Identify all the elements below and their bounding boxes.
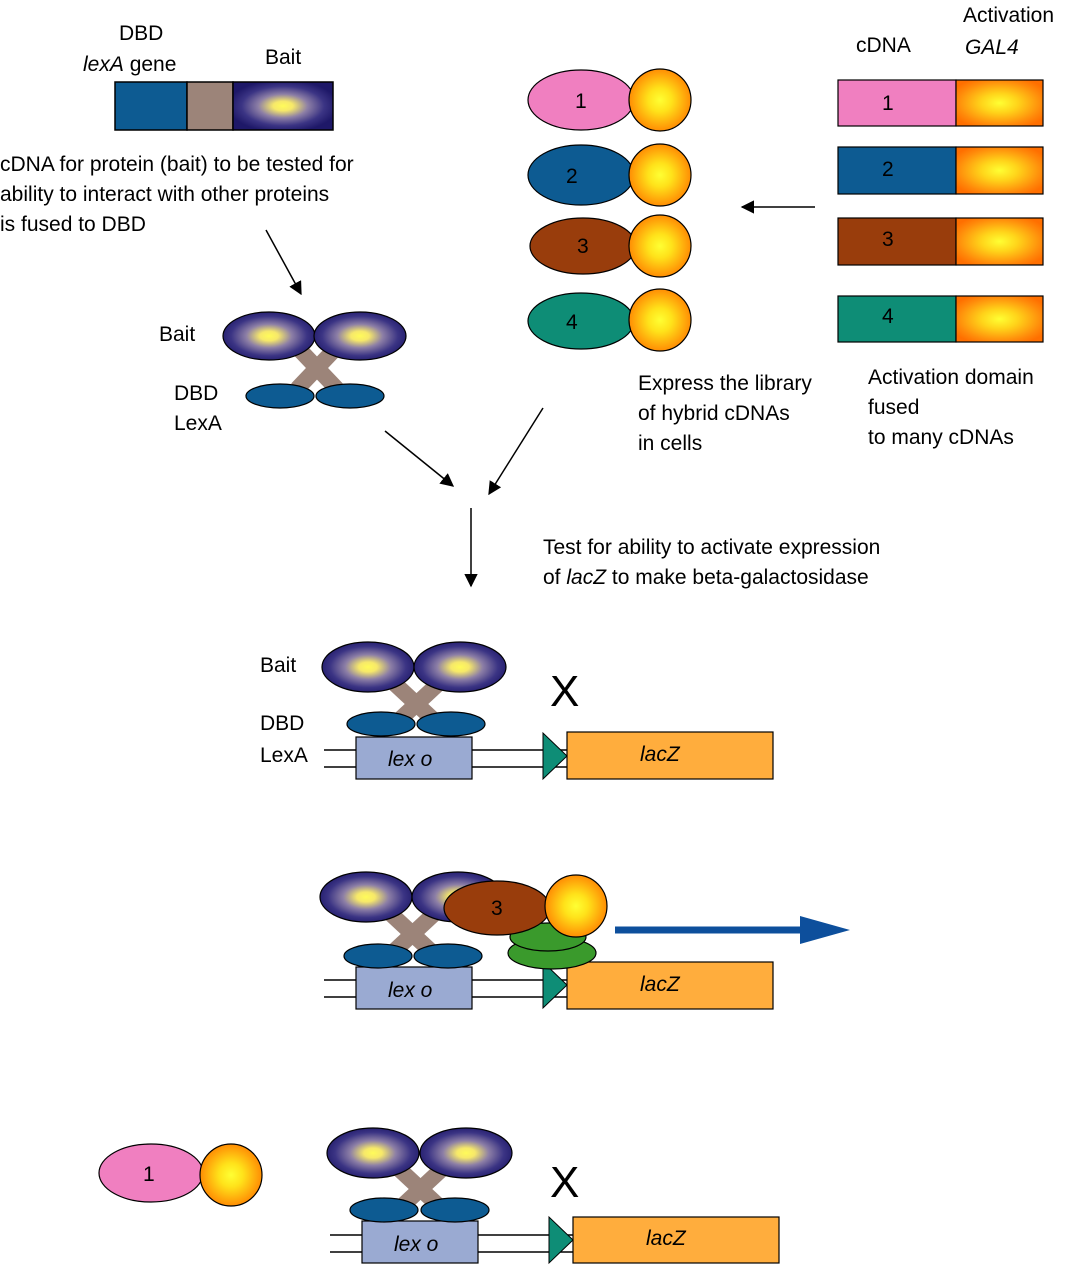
gal4-ad-circle [628, 143, 692, 207]
arrow-dimer-to-test [384, 430, 455, 487]
arrow-to-dimer [265, 229, 302, 296]
lacz-gene-box [566, 731, 774, 780]
assay1-lexa-label: LexA [260, 744, 308, 767]
no-expression-x-mark: X [550, 1158, 579, 1207]
gal4-ad-circle [199, 1143, 263, 1207]
library-construct-3-label: 3 [882, 228, 894, 251]
lexo-operator-box [355, 736, 473, 780]
bait-segment [232, 81, 334, 131]
construct-bait-label: Bait [265, 46, 301, 69]
gal4-header: GAL4 [965, 36, 1019, 59]
express-caption-line-1: Express the library [638, 372, 812, 395]
lacz-gene-box [572, 1216, 780, 1264]
dbd-ellipse-left [349, 1197, 419, 1223]
promoter-triangle [548, 1215, 574, 1265]
promoter-triangle [542, 731, 568, 781]
promoter-triangle [542, 960, 568, 1010]
dbd-ellipse-right [315, 383, 385, 409]
cdna-library: cDNA Activation GAL4 1 2 3 4 Activation … [837, 4, 1054, 449]
bait-ellipse-right [413, 641, 507, 693]
library-construct-1: 1 [837, 79, 1044, 127]
construct-lexa-label: lexA gene [83, 53, 176, 76]
free-prey-label: 1 [143, 1163, 155, 1186]
library-construct-1-label: 1 [882, 92, 894, 115]
dimer-lexa-label: LexA [174, 412, 222, 435]
gal4-ad-circle [628, 68, 692, 132]
test-caption-line-1: Test for ability to activate expression [543, 536, 880, 559]
lacz-label: lacZ [646, 1227, 687, 1250]
test-caption-line-2: of lacZ to make beta-galactosidase [543, 566, 869, 589]
lexo-label: lex o [388, 748, 433, 771]
library-construct-4-label: 4 [882, 305, 894, 328]
prey-4-label: 4 [566, 311, 578, 334]
assay1-bait-label: Bait [260, 654, 296, 677]
lexo-operator-box [361, 1220, 479, 1264]
express-caption: Express the library of hybrid cDNAs in c… [638, 372, 812, 455]
prey-protein-1: 1 [527, 68, 692, 132]
arrow-library-to-test [488, 407, 544, 496]
lexo-label: lex o [394, 1233, 439, 1256]
test-caption: Test for ability to activate expression … [543, 536, 880, 589]
dbd-ellipse-right [413, 943, 483, 969]
dbd-ellipse-left [346, 711, 416, 737]
lexo-operator-box [355, 966, 473, 1010]
construct-caption-line-2: ability to interact with other proteins [0, 183, 329, 206]
construct-caption-line-1: cDNA for protein (bait) to be tested for [0, 153, 354, 176]
gal4-ad-circle [628, 288, 692, 352]
dbd-ellipse-left [343, 943, 413, 969]
bait-ellipse-left [326, 1127, 420, 1179]
library-construct-3: 3 [837, 217, 1044, 266]
lacz-label: lacZ [640, 973, 681, 996]
prey-protein-3: 3 [529, 214, 692, 278]
bait-construct: DBD lexA gene Bait cDNA for protein (bai… [0, 22, 354, 236]
dimer-dbd-label: DBD [174, 382, 218, 405]
construct-dbd-label: DBD [119, 22, 163, 45]
cdna-header: cDNA [856, 34, 911, 57]
bait-ellipse-right [419, 1127, 513, 1179]
assay-no-interaction: 1 lex o lacZ X [98, 1127, 780, 1265]
bait-ellipse-left [222, 311, 316, 361]
activation-caption-line-3: to many cDNAs [868, 426, 1014, 449]
library-construct-2: 2 [837, 146, 1044, 195]
bait-ellipse-left [319, 871, 413, 923]
library-construct-4: 4 [837, 295, 1044, 343]
prey-bound-label: 3 [491, 897, 503, 920]
dbd-ellipse-left [245, 383, 315, 409]
library-construct-2-label: 2 [882, 158, 894, 181]
bait-ellipse-left [321, 641, 415, 693]
prey-2-label: 2 [566, 165, 578, 188]
dbd-ellipse-right [416, 711, 486, 737]
lexo-label: lex o [388, 979, 433, 1002]
activation-header: Activation [963, 4, 1054, 27]
lacz-gene-box [566, 961, 774, 1010]
activation-caption-line-2: fused [868, 396, 919, 419]
construct-caption-line-3: is fused to DBD [0, 213, 146, 236]
dbd-ellipse-right [420, 1197, 490, 1223]
transcription-arrow-head [800, 916, 850, 944]
prey-3-label: 3 [577, 235, 589, 258]
linker-segment [186, 81, 234, 131]
assay1-dbd-label: DBD [260, 712, 304, 735]
express-caption-line-2: of hybrid cDNAs [638, 402, 790, 425]
gal4-ad-circle [544, 874, 608, 938]
bait-dimer: Bait DBD LexA [159, 311, 407, 435]
dbd-segment [114, 81, 188, 131]
gal4-ad-circle [628, 214, 692, 278]
express-caption-line-3: in cells [638, 432, 702, 455]
dimer-bait-label: Bait [159, 323, 195, 346]
lacz-label: lacZ [640, 743, 681, 766]
assay-bait-only: Bait DBD LexA lex o lacZ X [260, 641, 774, 781]
no-expression-x-mark: X [550, 667, 579, 716]
prey-1-label: 1 [575, 90, 587, 113]
bait-ellipse-right [313, 311, 407, 361]
activation-caption-line-1: Activation domain [868, 366, 1034, 389]
prey-protein-2: 2 [527, 143, 692, 207]
assay-positive-interaction: lex o lacZ 3 [319, 871, 850, 1010]
prey-protein-4: 4 [527, 288, 692, 352]
